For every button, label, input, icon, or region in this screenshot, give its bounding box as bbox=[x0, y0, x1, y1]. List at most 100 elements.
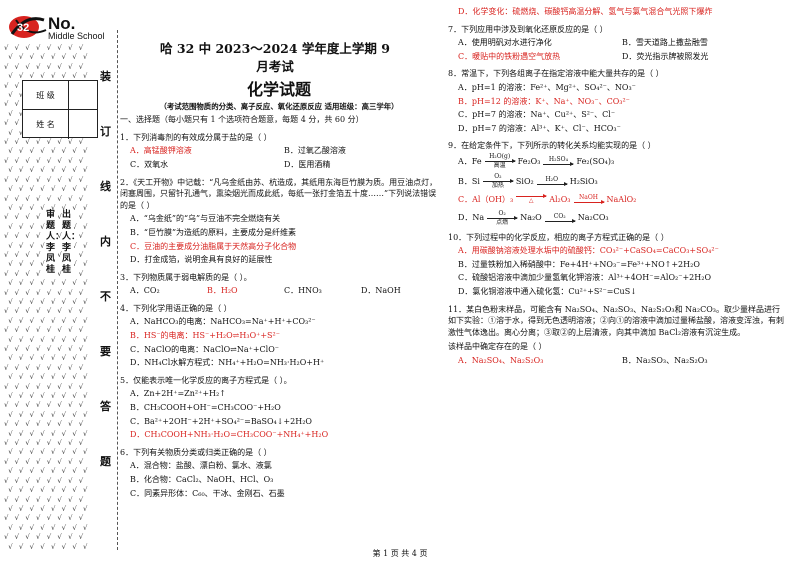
logo-swirl-icon: 32 bbox=[9, 16, 47, 38]
arrow-condition-top: O₂ bbox=[494, 172, 502, 180]
arrow-condition-bottom: 加热 bbox=[491, 181, 504, 189]
arrow-condition-top: NaOH bbox=[579, 194, 598, 202]
logo-subtext: Middle School bbox=[48, 31, 105, 41]
answer-option[interactable]: B．雪天道路上撒盐融雪 bbox=[622, 38, 708, 48]
answer-option[interactable]: C．HNO₃ bbox=[284, 286, 322, 296]
q6-option-d[interactable]: D．化学变化：硫燃烧、碳酸钙高温分解、氢气与氯气混合气光照下爆炸 bbox=[458, 7, 713, 16]
answer-option[interactable]: B．pH=12 的溶液：K⁺、Na⁺、NO₃⁻、CO₃²⁻ bbox=[458, 96, 630, 106]
reaction-arrow: CO₂ bbox=[544, 213, 576, 223]
answer-option[interactable]: C．Ba²⁺+2OH⁻+2H⁺+SO₄²⁻=BaSO₄↓+2H₂O bbox=[130, 416, 312, 426]
answer-option[interactable]: B．CH₃COOH+OH⁻=CH₃COO⁻+H₂O bbox=[130, 403, 281, 413]
answer-option[interactable]: B．HS⁻的电离：HS⁻+H₂O⇌H₃O⁺+S²⁻ bbox=[130, 331, 280, 341]
answer-option[interactable]: D．打金成箔，说明金具有良好的延展性 bbox=[130, 255, 273, 265]
answer-option[interactable]: C．暖贴中的铁粉遇空气放热 bbox=[458, 51, 561, 61]
answer-option[interactable]: A．高锰酸钾溶液 bbox=[130, 146, 192, 156]
answer-option[interactable]: D．荧光指示牌被照发光 bbox=[622, 51, 709, 61]
option-row: C．暖贴中的铁粉遇空气放热 D．荧光指示牌被照发光 bbox=[458, 51, 786, 63]
answer-option[interactable]: C．双氧水 bbox=[130, 159, 169, 169]
arrow-line bbox=[484, 158, 516, 163]
reaction-arrow: H₂SO₄ bbox=[543, 155, 575, 166]
q11-stem: 11．某白色粉末样品，可能含有 Na₂SO₄、Na₂SO₃、Na₂S₂O₃和 N… bbox=[448, 304, 784, 337]
product: Fe₂(SO₄)₃ bbox=[576, 156, 615, 166]
seal-char: 线 bbox=[100, 180, 111, 193]
answer-option[interactable]: A．使用明矾对水进行净化 bbox=[458, 38, 552, 48]
name-field[interactable] bbox=[69, 110, 97, 139]
question-stem: 6．下列有关物质分类或归类正确的是（ ） bbox=[120, 447, 272, 457]
seal-char: 装 bbox=[100, 70, 111, 83]
answer-option[interactable]: D．NH₄Cl水解方程式：NH₄⁺+H₂O=NH₃·H₂O+H⁺ bbox=[130, 358, 325, 368]
question-stem: 2．《天工开物》中记载：“凡乌金纸由苏、杭造成，其纸用东海巨竹膜为质。用豆油点灯… bbox=[120, 177, 438, 210]
answer-option[interactable]: A．pH=1 的溶液：Fe²⁺、Mg²⁺、SO₄²⁻、NO₃⁻ bbox=[458, 82, 636, 92]
name-row: 姓 名 bbox=[23, 110, 97, 139]
answer-option[interactable]: D．NaOH bbox=[361, 286, 401, 296]
reaction-arrow: H₂O bbox=[536, 175, 568, 186]
reaction-arrow: H₂O(g)高温 bbox=[484, 152, 516, 169]
answer-option[interactable]: C．豆油的主要成分油脂属于天然高分子化合物 bbox=[130, 241, 297, 251]
answer-option[interactable]: D．pH=7 的溶液：Al³⁺、K⁺、Cl⁻、HCO₃⁻ bbox=[458, 123, 621, 133]
product: SiO₂ bbox=[515, 176, 534, 186]
seal-char: 答 bbox=[100, 400, 111, 413]
answer-option[interactable]: B．Na₂SO₃、Na₂S₂O₃ bbox=[622, 355, 708, 365]
seal-char: 题 bbox=[100, 455, 111, 468]
reactant: C．Al（OH）₃ bbox=[458, 194, 514, 204]
answer-option[interactable]: A．Na₂SO₄、Na₂S₂O₃ bbox=[458, 355, 544, 365]
answer-option[interactable]: A．NaHCO₃的电离：NaHCO₃=Na⁺+H⁺+CO₃²⁻ bbox=[130, 317, 316, 327]
answer-option[interactable]: B．过氧乙酸溶液 bbox=[284, 146, 346, 156]
scope-note: （考试范围物质的分类、离子反应、氧化还原反应 适用班级：高三学年） bbox=[159, 102, 399, 112]
answer-option[interactable]: A．Zn+2H⁺=Zn²⁺+H₂↑ bbox=[130, 389, 226, 399]
q11-options: A．Na₂SO₄、Na₂S₂O₃ B．Na₂SO₃、Na₂S₂O₃ bbox=[458, 355, 786, 367]
answer-option[interactable]: C．NaClO的电离：NaClO⇌Na⁺+ClO⁻ bbox=[130, 344, 279, 354]
question-stem: 1．下列消毒剂的有效成分属于盐的是（ ） bbox=[120, 132, 272, 142]
svg-text:32: 32 bbox=[17, 22, 29, 34]
class-label: 班 级 bbox=[23, 81, 69, 109]
seal-char: 不 bbox=[100, 290, 111, 303]
answer-option[interactable]: B．“巨竹膜”为造纸的原料，主要成分是纤维素 bbox=[130, 227, 297, 237]
subject-title: 化学试题 bbox=[246, 80, 311, 100]
question-stem: 7．下列应用中涉及到氧化还原反应的是（ ） bbox=[448, 24, 608, 34]
arrow-condition-top: O₂ bbox=[498, 209, 506, 217]
logo-text: No. bbox=[48, 14, 76, 33]
column-left: 哈 32 中 2023～2024 学年度上学期 9 月考试 化学试题 （考试范围… bbox=[120, 40, 438, 501]
answer-option[interactable]: C．硫酸铝溶液中滴加少量氢氧化钾溶液：Al³⁺+4OH⁻=AlO₂⁻+2H₂O bbox=[458, 273, 711, 283]
option-row: A．CO₂ B．H₂O C．HNO₃ D．NaOH bbox=[130, 285, 438, 297]
product: Al₂O₃ bbox=[549, 194, 571, 204]
class-row: 班 级 bbox=[23, 81, 97, 110]
question-stem: 4．下列化学用语正确的是（ ） bbox=[120, 303, 232, 313]
answer-option[interactable]: B．H₂O bbox=[207, 286, 238, 296]
arrow-line bbox=[536, 181, 568, 186]
product: NaAlO₂ bbox=[606, 194, 637, 204]
arrow-condition-bottom: 高温 bbox=[493, 161, 506, 169]
question-list-left: 1．下列消毒剂的有效成分属于盐的是（ ） A．高锰酸钾溶液 B．过氧乙酸溶液 C．双氧… bbox=[120, 132, 438, 499]
answer-option[interactable]: D．氯化铜溶液中通入硫化氢：Cu²⁺+S²⁻=CuS↓ bbox=[458, 286, 637, 296]
reactant: B．Si bbox=[458, 176, 480, 186]
page-footer: 第 1 页 共 4 页 bbox=[372, 549, 428, 558]
answer-option[interactable]: B．过量铁粉加入稀硝酸中：Fe+4H⁺+NO₃⁻=Fe³⁺+NO↑+2H₂O bbox=[458, 259, 700, 269]
answer-option[interactable]: B．化合物：CaCl₂、NaOH、HCl、O₃ bbox=[130, 475, 274, 485]
arrow-condition-top: H₂O(g) bbox=[489, 152, 511, 160]
answer-option[interactable]: A．“乌金纸”的“乌”与豆油不完全燃烧有关 bbox=[130, 214, 281, 224]
arrow-line bbox=[482, 178, 514, 183]
product: Na₂CO₃ bbox=[577, 213, 609, 223]
answer-option[interactable]: A．CO₂ bbox=[130, 286, 160, 296]
arrow-condition-top: H₂O bbox=[545, 175, 559, 183]
answer-option[interactable]: D．CH₃COOH+NH₃·H₂O=CH₃COO⁻+NH₄⁺+H₂O bbox=[130, 430, 329, 440]
school-logo: 32 No. Middle School bbox=[6, 12, 126, 44]
arrow-condition-top: H₂SO₄ bbox=[548, 155, 568, 163]
answer-option[interactable]: D．医用酒精 bbox=[284, 159, 331, 169]
reaction-arrow: NaOH bbox=[573, 194, 605, 205]
arrow-line bbox=[487, 215, 519, 220]
answer-option[interactable]: A．混合物：盐酸、漂白粉、氯水、液氯 bbox=[130, 461, 272, 471]
answer-option[interactable]: C．同素异形体：C₆₀、干冰、金刚石、石墨 bbox=[130, 488, 285, 498]
reviewer-text: 审题人：李凤桂 bbox=[46, 210, 65, 276]
answer-option[interactable]: C．pH=7 的溶液：Na⁺、Cu²⁺、S²⁻、Cl⁻ bbox=[458, 110, 616, 120]
q11-ask: 该样品中确定存在的是（ ） bbox=[448, 342, 547, 352]
option-row: A．高锰酸钾溶液 B．过氧乙酸溶液 bbox=[130, 145, 438, 157]
answer-option[interactable]: A．用碳酸钠溶液处理水垢中的硫酸钙：CO₃²⁻+CaSO₄=CaCO₃+SO₄²… bbox=[458, 246, 719, 256]
class-field[interactable] bbox=[69, 81, 97, 109]
question-stem: 3．下列物质属于弱电解质的是（ ）。 bbox=[120, 272, 252, 282]
